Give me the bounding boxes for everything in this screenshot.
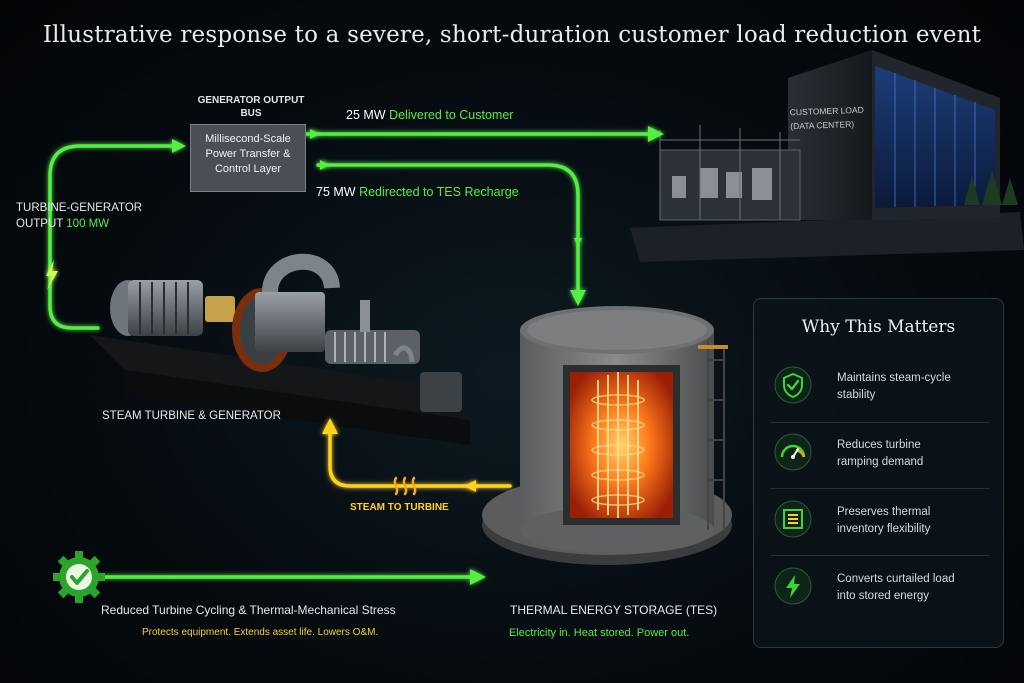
panel-item-2-line1: Reduces turbine <box>837 439 921 451</box>
steam-arrowhead <box>322 418 338 434</box>
customer-load-line1: CUSTOMER LOAD <box>789 104 864 118</box>
data-center-building <box>630 50 1024 262</box>
steam-turbine-generator <box>90 253 470 445</box>
turbine-output-line1: TURBINE-GENERATOR <box>16 202 143 214</box>
generator-output-bus-title: GENERATOR OUTPUT BUS <box>197 95 305 119</box>
redirected-flow-label: 75 MW Redirected to TES Recharge <box>316 185 519 199</box>
panel-item-3-line2: inventory flexibility <box>837 523 931 535</box>
turbine-output-value: 100 MW <box>66 218 110 230</box>
panel-item-2-line2: ramping demand <box>837 456 924 468</box>
panel-item-4-text: Converts curtailed load into stored energ… <box>837 571 955 605</box>
redirected-flow-value: 75 MW <box>316 185 356 199</box>
redirected-flow-text: Redirected to TES Recharge <box>359 185 519 199</box>
steam-to-turbine-label: STEAM TO TURBINE <box>350 502 449 513</box>
steam-wave-icon <box>393 476 417 496</box>
customer-load-line2: (DATA CENTER) <box>790 119 855 132</box>
panel-item-2-text: Reduces turbine ramping demand <box>837 437 923 471</box>
panel-item-4-line2: into stored energy <box>837 590 930 602</box>
power-transfer-layer-label: Millisecond-Scale Power Transfer & Contr… <box>205 133 291 175</box>
turbine-output-line2: OUTPUT <box>16 218 64 230</box>
panel-item-3-text: Preserves thermal inventory flexibility <box>837 504 930 538</box>
thermal-inventory-icon <box>774 500 812 538</box>
page-title: Illustrative response to a severe, short… <box>42 22 982 48</box>
turbine-output-line <box>48 144 176 330</box>
panel-divider <box>770 422 990 423</box>
tes-tank <box>482 306 732 565</box>
steam-mid-arrowhead <box>464 480 476 492</box>
turbine-line-bolt-icon <box>46 260 58 290</box>
turbine-generator-output-label: TURBINE-GENERATOR OUTPUT 100 MW <box>16 200 142 232</box>
lightning-bolt-icon <box>774 567 812 605</box>
panel-item-1-line1: Maintains steam-cycle <box>837 372 951 384</box>
steam-turbine-generator-label: STEAM TURBINE & GENERATOR <box>102 410 281 422</box>
delivered-flow-value: 25 MW <box>346 108 386 122</box>
benefit-title: Reduced Turbine Cycling & Thermal-Mechan… <box>101 603 396 617</box>
redirected-line <box>316 163 580 296</box>
panel-item-3-line1: Preserves thermal <box>837 506 931 518</box>
panel-item-1-text: Maintains steam-cycle stability <box>837 370 951 404</box>
customer-load-label: CUSTOMER LOAD(DATA CENTER) <box>790 103 865 134</box>
generator-output-bus-box <box>190 124 306 192</box>
benefit-subtitle: Protects equipment. Extends asset life. … <box>142 627 379 638</box>
tes-subtitle: Electricity in. Heat stored. Power out. <box>509 627 690 639</box>
steam-flow-line <box>328 428 512 488</box>
panel-divider <box>770 488 990 489</box>
tes-title: THERMAL ENERGY STORAGE (TES) <box>510 603 718 617</box>
delivered-flow-text: Delivered to Customer <box>389 108 514 122</box>
shield-check-icon <box>774 366 812 404</box>
delivered-flow-label: 25 MW Delivered to Customer <box>346 108 513 122</box>
panel-item-4-line1: Converts curtailed load <box>837 573 955 585</box>
panel-divider <box>770 555 990 556</box>
panel-item-1-line2: stability <box>837 389 876 401</box>
gauge-icon <box>774 433 812 471</box>
gear-check-icon <box>53 551 105 603</box>
power-flow-lines <box>48 132 650 579</box>
panel-title: Why This Matters <box>801 317 956 337</box>
flow-arrowheads <box>172 126 664 585</box>
